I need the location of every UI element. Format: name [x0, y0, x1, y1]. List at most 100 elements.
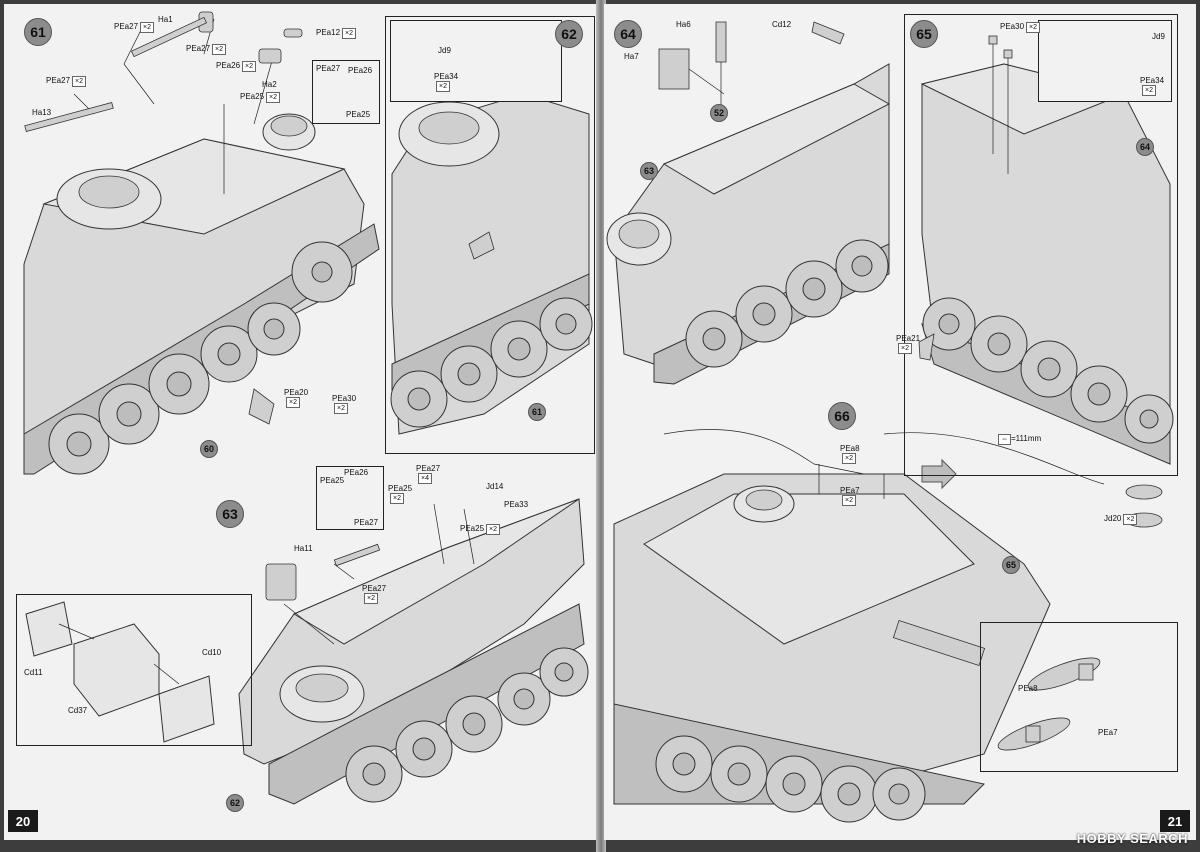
step62-inset-box	[390, 20, 562, 102]
page-number-right: 21	[1160, 810, 1190, 832]
part-pea21: PEa21×2	[896, 334, 920, 354]
qty-x2-g: ×2	[286, 397, 300, 408]
part-pea25-63a-label: PEa25	[388, 484, 413, 493]
part-pea30: PEa30×2	[332, 394, 356, 414]
step-64-badge: 64	[614, 20, 642, 48]
qty-x2-e: ×2	[72, 76, 87, 87]
step-65-badge: 65	[910, 20, 938, 48]
part-pea27-a-label: PEa27	[114, 22, 139, 31]
part-jd20: Jd20×2	[1104, 514, 1138, 525]
part-ha11: Ha11	[294, 544, 313, 553]
part-pea7: PEa7×2	[840, 486, 860, 506]
page-20-illustrations	[23, 11, 593, 805]
part-pea25-63a: PEa25×2	[388, 484, 412, 504]
part-pea34: PEa34×2	[434, 72, 458, 92]
part-ha1: Ha1	[158, 15, 173, 24]
part-pea7-label: PEa7	[840, 486, 860, 495]
part-pea34-65: PEa34×2	[1140, 76, 1164, 96]
part-jd14: Jd14	[486, 482, 504, 491]
part-pea27-b-label: PEa27	[186, 44, 211, 53]
page-21: 64 65 66 52 63 64 65 Ha6 Cd12 Ha7 PEa30×…	[604, 4, 1196, 840]
step-61-badge: 61	[24, 18, 52, 46]
part-pea25-63b-label: PEa25	[460, 524, 485, 533]
part-pea26-box: PEa26	[348, 66, 373, 75]
part-pea27-63-label: PEa27	[416, 464, 441, 473]
part-pea25-63b: PEa25×2	[460, 524, 501, 535]
part-pea20-label: PEa20	[284, 388, 309, 397]
part-pea26-label: PEa26	[216, 61, 241, 70]
part-cd37: Cd37	[68, 706, 88, 715]
part-ha6: Ha6	[676, 20, 691, 29]
part-ha13: Ha13	[32, 108, 52, 117]
qty-x2-q: ×2	[842, 495, 856, 506]
part-pea27-b: PEa27×2	[186, 44, 227, 55]
qty-x2-h: ×2	[334, 403, 348, 414]
qty-x2-j: ×2	[390, 493, 404, 504]
step66-tank-drawing	[613, 429, 1163, 823]
part-pea21-label: PEa21	[896, 334, 921, 343]
part-pea26-63: PEa26	[344, 468, 369, 477]
qty-x2-r: ×2	[1123, 514, 1138, 525]
qty-x2-m: ×2	[1026, 22, 1041, 33]
qty-x2-f: ×2	[266, 92, 281, 103]
part-ha2: Ha2	[262, 80, 277, 89]
part-pea26: PEa26×2	[216, 61, 257, 72]
part-cd11: Cd11	[24, 668, 43, 677]
part-jd9-65: Jd9	[1152, 32, 1165, 41]
part-pea12-label: PEa12	[316, 28, 341, 37]
part-pea25-box: PEa25	[346, 110, 371, 119]
ref-52-badge: 52	[710, 104, 728, 122]
cable-length-label: =111mm	[1011, 434, 1042, 443]
part-pea30-65: PEa30×2	[1000, 22, 1041, 33]
ref-62-badge: 62	[226, 794, 244, 812]
part-pea8-label: PEa8	[840, 444, 860, 453]
part-pea25-a: PEa25×2	[240, 92, 281, 103]
qty-x2-l: ×2	[364, 593, 378, 604]
part-cable-length: ⇔=111mm	[996, 434, 1041, 445]
step62-tank-drawing	[390, 93, 593, 435]
part-pea27-c-label: PEa27	[46, 76, 71, 85]
part-ha7: Ha7	[624, 52, 639, 61]
step61-inset-box	[312, 60, 380, 124]
ref-64-badge: 64	[1136, 138, 1154, 156]
step-63-badge: 63	[216, 500, 244, 528]
part-pea20: PEa20×2	[284, 388, 308, 408]
qty-x2-p: ×2	[842, 453, 856, 464]
page-number-left: 20	[8, 810, 38, 832]
part-pea27-63box: PEa27	[354, 518, 379, 527]
qty-x2-i: ×2	[436, 81, 450, 92]
qty-x2-k: ×2	[486, 524, 501, 535]
step64-tank-drawing	[606, 21, 891, 385]
part-jd9: Jd9	[438, 46, 451, 55]
spine-gutter	[596, 0, 606, 852]
part-pea27-box: PEa27	[316, 64, 341, 73]
step63-inset-box	[316, 466, 384, 530]
step61-tank-drawing	[23, 11, 380, 475]
part-pea30-65-label: PEa30	[1000, 22, 1025, 31]
qty-x2-c: ×2	[212, 44, 227, 55]
part-pea8: PEa8×2	[840, 444, 860, 464]
part-pea25-a-label: PEa25	[240, 92, 265, 101]
part-pea7-detail: PEa7	[1098, 728, 1118, 737]
ref-65-badge: 65	[1002, 556, 1020, 574]
step66-detail-drawing	[997, 657, 1101, 751]
step63-cd-box	[16, 594, 252, 746]
part-pea27-63c-label: PEa27	[362, 584, 387, 593]
step-62-badge: 62	[555, 20, 583, 48]
part-cd10: Cd10	[202, 648, 222, 657]
page-21-illustrations	[606, 21, 1174, 823]
measure-icon: ⇔	[998, 434, 1011, 445]
ref-61-badge: 61	[528, 403, 546, 421]
step66-detail-box	[980, 622, 1178, 772]
part-pea27-a: PEa27×2	[114, 22, 155, 33]
part-pea30-label: PEa30	[332, 394, 357, 403]
part-pea27-63: PEa27×4	[416, 464, 440, 484]
qty-x2-d: ×2	[242, 61, 257, 72]
part-pea34-label: PEa34	[434, 72, 459, 81]
step62-frame	[385, 16, 595, 454]
qty-x2-o: ×2	[898, 343, 912, 354]
part-pea33: PEa33	[504, 500, 529, 509]
qty-x2-n: ×2	[1142, 85, 1156, 96]
step63-cd-assembly-drawing	[25, 601, 215, 743]
